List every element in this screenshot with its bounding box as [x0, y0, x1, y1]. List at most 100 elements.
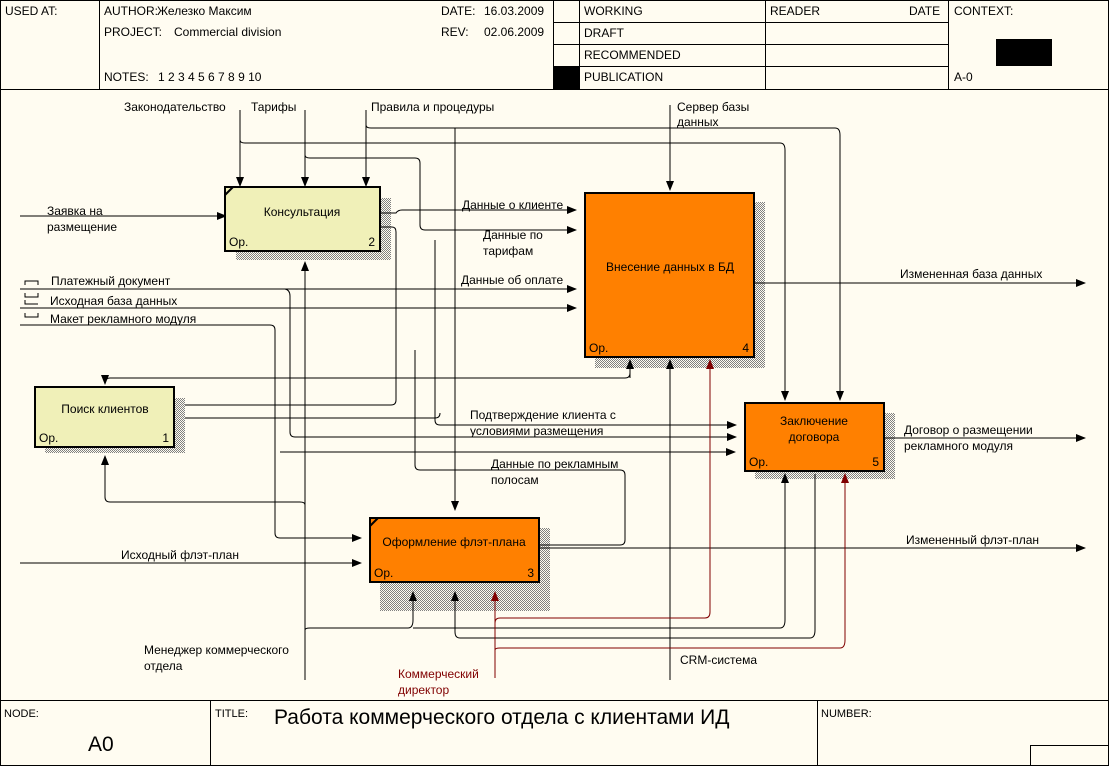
number-label: NUMBER:	[821, 708, 872, 720]
activity-3-name: Оформление флэт-плана	[382, 535, 526, 549]
activity-3-cost: Ор.	[374, 566, 393, 580]
title-label: TITLE:	[215, 708, 249, 720]
author-label: AUTHOR:	[104, 4, 158, 18]
divider	[553, 44, 948, 45]
label-tariff-data-2: тарифам	[483, 244, 533, 258]
director-arrows	[491, 359, 849, 678]
activity-box-5[interactable]	[744, 402, 885, 472]
label-law: Законодательство	[124, 100, 226, 114]
arrow-db-to-search[interactable]	[101, 365, 631, 385]
project-label: PROJECT:	[104, 25, 163, 39]
context-label: CONTEXT:	[954, 4, 1014, 18]
label-db-server-1: Сервер базы	[677, 100, 749, 114]
arrow-manager-to-contract[interactable]	[413, 473, 789, 629]
label-crm: CRM-система	[680, 653, 757, 667]
arrow-crm-to-contract[interactable]	[454, 474, 816, 639]
author-value: Железко Максим	[157, 4, 252, 18]
label-source-flatplan: Исходный флэт-план	[121, 548, 239, 562]
activity-box-3[interactable]	[369, 517, 540, 583]
label-payment-data: Данные об оплате	[461, 273, 564, 287]
arrow-law-to-contract[interactable]	[239, 139, 789, 401]
label-manager-1: Менеджер коммерческого	[144, 643, 289, 657]
page-number-box	[1030, 745, 1109, 766]
label-db-server-2: данных	[677, 115, 719, 129]
activity-5-cost: Ор.	[749, 455, 768, 469]
divider	[817, 700, 818, 766]
label-source-db: Исходная база данных	[50, 294, 177, 308]
activity-1-number: 1	[162, 431, 169, 445]
label-confirm-1: Подтверждение клиента с	[470, 408, 616, 422]
arrow-confirmation[interactable]	[434, 240, 737, 429]
date-label: DATE:	[441, 4, 476, 18]
publication-status-marker	[554, 67, 579, 89]
tunnel-icon	[24, 313, 39, 318]
activity-box-1[interactable]	[34, 386, 175, 448]
label-manager-2: отдела	[144, 659, 183, 673]
arrow-ad-layout[interactable]	[20, 324, 362, 542]
label-request-1: Заявка на	[47, 204, 103, 218]
label-confirm-2: условиями размещения	[470, 424, 603, 438]
label-ad-layout: Макет рекламного модуля	[50, 312, 196, 326]
activity-4-cost: Ор.	[589, 341, 608, 355]
arrow-director-to-db[interactable]	[494, 359, 714, 624]
activity-box-2[interactable]	[224, 186, 381, 252]
project-value: Commercial division	[174, 25, 282, 39]
label-director-1: Коммерческий	[398, 667, 479, 681]
label-rules: Правила и процедуры	[371, 100, 494, 114]
label-director-2: директор	[398, 683, 449, 697]
label-ad-strips-2: полосам	[491, 473, 539, 487]
activity-4-name: Внесение данных в БД	[606, 260, 734, 274]
header-divider	[0, 89, 1109, 90]
activity-3-number: 3	[527, 566, 534, 580]
divider	[99, 0, 100, 89]
status-working: WORKING	[584, 4, 643, 18]
activity-1-cost: Ор.	[39, 431, 58, 445]
activity-5-name-line2: договора	[789, 430, 840, 444]
used-at-label: USED AT:	[5, 4, 58, 18]
node-label: NODE:	[4, 708, 39, 720]
status-recommended: RECOMMENDED	[584, 48, 681, 62]
activity-2-name: Консультация	[264, 205, 340, 219]
node-value: A0	[88, 733, 114, 756]
activity-1-name: Поиск клиентов	[61, 402, 148, 416]
arrow-payment-to-contract[interactable]	[284, 288, 737, 441]
rev-label: REV:	[441, 25, 469, 39]
tunnel-icon	[24, 280, 39, 285]
activity-2-cost: Ор.	[229, 235, 248, 249]
arrow-ad-strips[interactable]	[414, 350, 626, 546]
arrow-manager-to-search[interactable]	[101, 455, 306, 506]
activity-5-number: 5	[872, 455, 879, 469]
date-value: 16.03.2009	[484, 4, 545, 18]
label-contract-1: Договор о размещении	[904, 423, 1033, 437]
activity-2-number: 2	[368, 235, 375, 249]
reader-label: READER	[770, 4, 821, 18]
arrow-tariff-data[interactable]	[304, 154, 577, 234]
label-changed-db: Измененная база данных	[900, 267, 1042, 281]
activity-box-4[interactable]	[584, 192, 755, 358]
divider	[210, 700, 211, 766]
tunnel-icon	[24, 293, 39, 305]
label-request-2: размещение	[47, 220, 117, 234]
divider	[553, 66, 948, 67]
label-client-data: Данные о клиенте	[462, 198, 563, 212]
divider	[948, 0, 949, 89]
label-payment-doc: Платежный документ	[51, 274, 171, 288]
label-changed-flatplan: Измененный флэт-план	[906, 533, 1039, 547]
arrows	[20, 105, 1086, 680]
label-contract-2: рекламного модуля	[904, 439, 1013, 453]
arrow-director-to-contract[interactable]	[494, 473, 849, 651]
diagram-title: Работа коммерческого отдела с клиентами …	[274, 706, 730, 729]
notes-list: 1 2 3 4 5 6 7 8 9 10	[158, 70, 262, 84]
footer-divider	[0, 700, 1109, 701]
activity-4-number: 4	[742, 341, 749, 355]
notes-label: NOTES:	[104, 70, 149, 84]
arrow-consult-feedback[interactable]	[185, 226, 397, 406]
arrow-rules-to-contract[interactable]	[365, 124, 844, 401]
rev-value: 02.06.2009	[484, 25, 545, 39]
arrow-manager-to-flatplan[interactable]	[304, 591, 417, 631]
status-draft: DRAFT	[584, 26, 624, 40]
label-ad-strips-1: Данные по рекламным	[491, 457, 618, 471]
status-publication: PUBLICATION	[584, 70, 664, 84]
arrow-client-data[interactable]	[380, 206, 577, 214]
label-tariffs: Тарифы	[251, 100, 296, 114]
